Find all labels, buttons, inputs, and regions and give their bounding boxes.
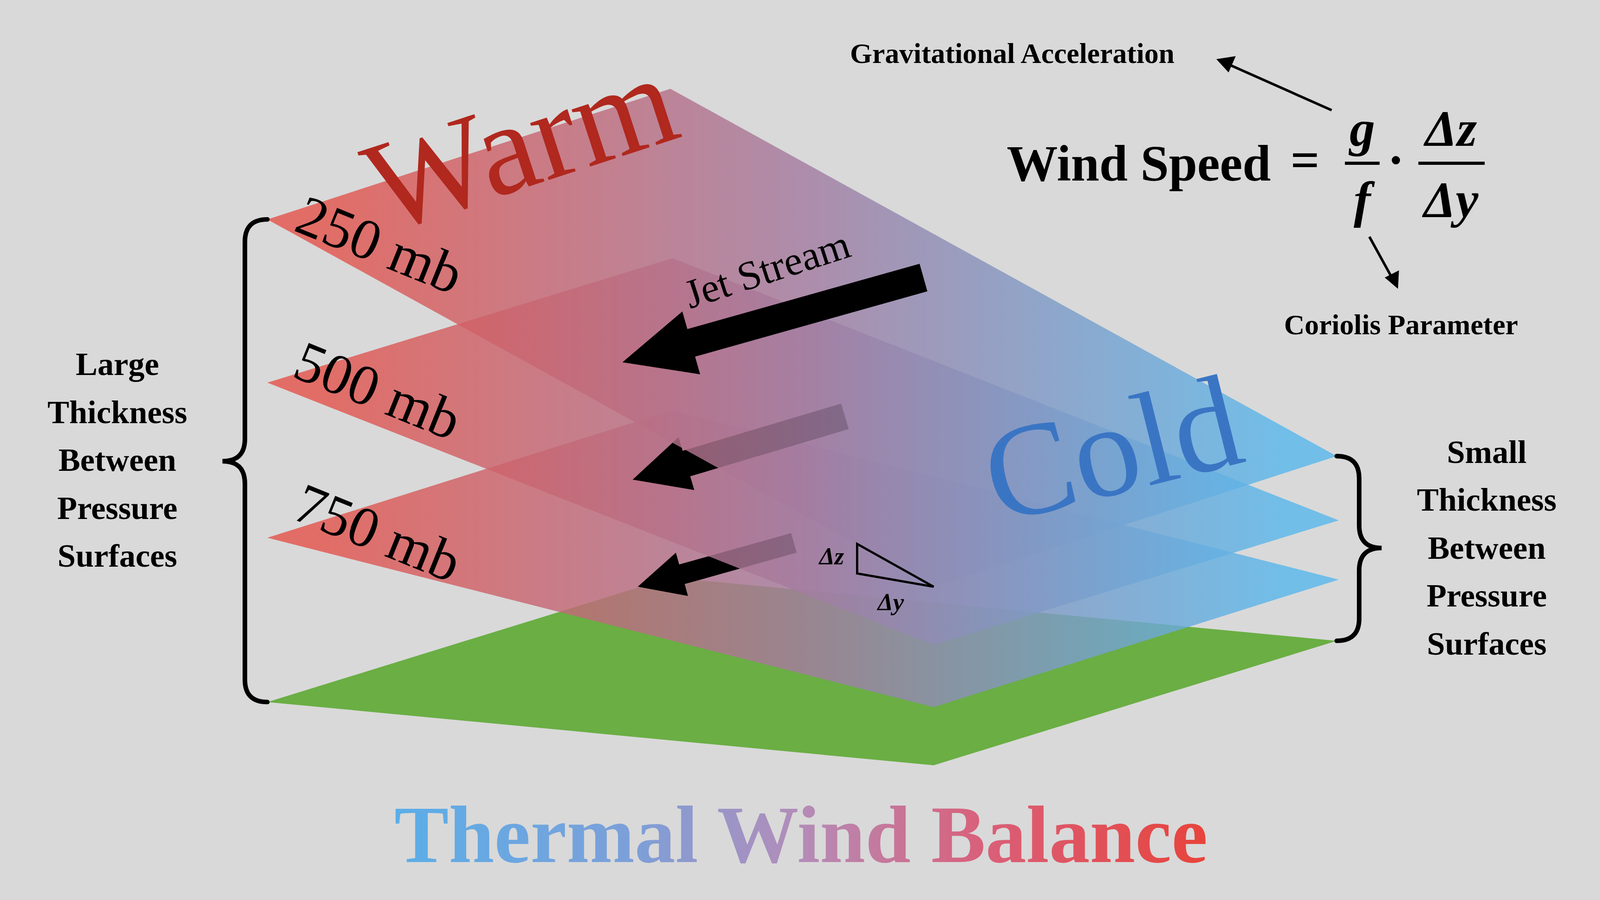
leader-line <box>1230 65 1332 111</box>
equation-symbol: Δy <box>1423 170 1479 230</box>
term-note: Coriolis Parameter <box>1284 307 1519 341</box>
pressure-level: 500 mb <box>285 327 471 454</box>
equation-symbol: g <box>1349 99 1375 158</box>
jet-stream-label: Jet Stream <box>678 220 857 319</box>
diagram-title: Thermal Wind Balance <box>391 787 1211 882</box>
equation-symbol: Δz <box>1425 99 1477 158</box>
thickness-note: Large Thickness Between Pressure Surface… <box>20 340 215 581</box>
cold-label: Cold <box>968 343 1256 555</box>
equation-text: Wind Speed <box>1006 133 1271 193</box>
triangle-label: Δy <box>877 587 905 617</box>
equation-symbol: = <box>1290 131 1320 190</box>
term-note: Gravitational Acceleration <box>850 36 1175 70</box>
leader-line <box>1369 236 1392 278</box>
slope-triangle <box>856 543 934 588</box>
thickness-note: Small Thickness Between Pressure Surface… <box>1389 428 1584 669</box>
curly-brace <box>222 219 268 703</box>
triangle-label: Δz <box>818 542 844 571</box>
equation-symbol: · <box>1387 131 1405 190</box>
pressure-level: 750 mb <box>285 469 471 596</box>
leader-arrowhead <box>1216 56 1236 73</box>
leader-arrowhead <box>1384 270 1400 289</box>
fraction-bar <box>1418 161 1485 165</box>
equation-symbol: f <box>1353 170 1371 230</box>
curly-brace <box>1336 456 1382 641</box>
fraction-bar <box>1344 161 1380 165</box>
